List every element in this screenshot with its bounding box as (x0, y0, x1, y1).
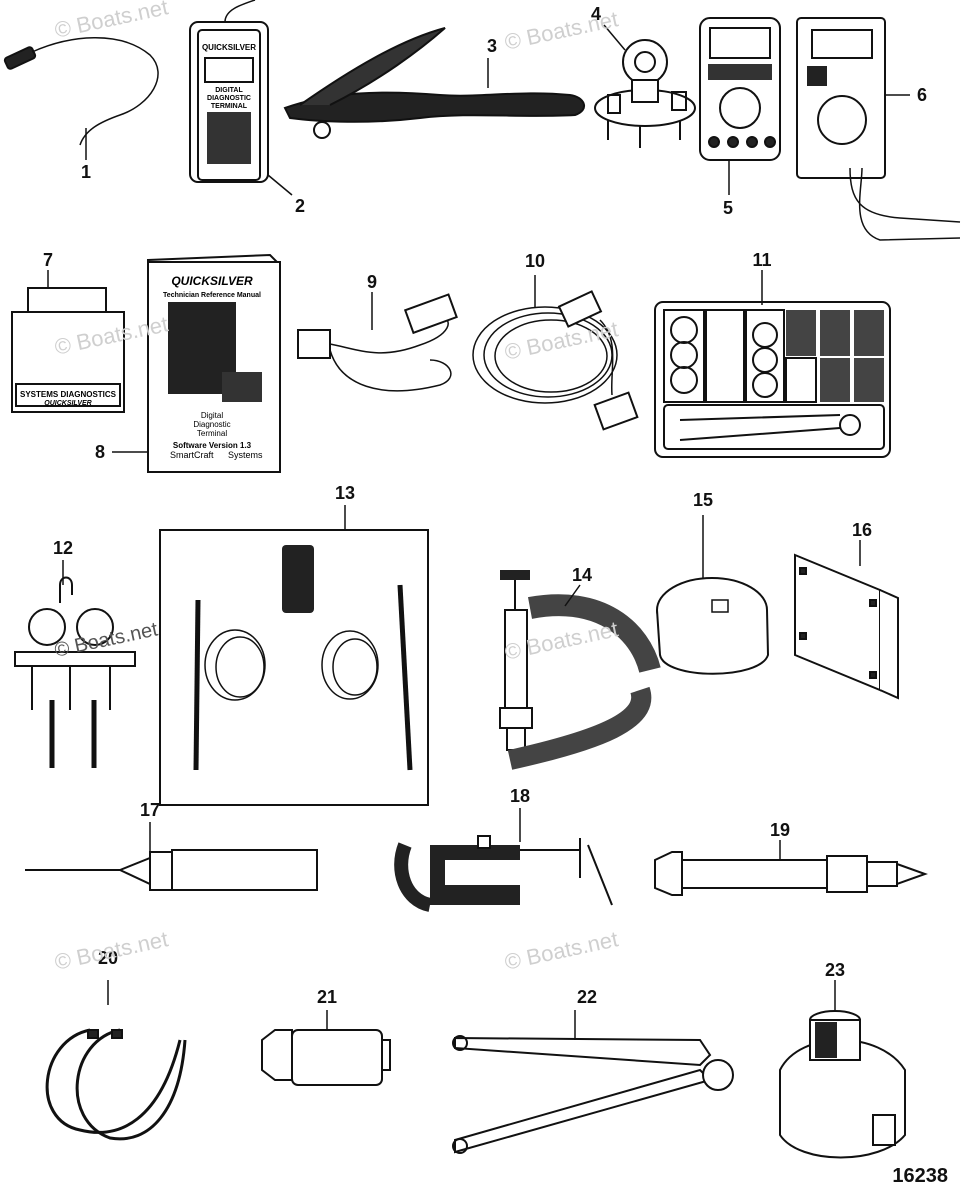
ddt-brand-text: QUICKSILVER (202, 43, 256, 52)
callout-3: 3 (486, 36, 498, 56)
part-19-threaded-tool[interactable] (654, 851, 928, 896)
part-17-hose-tool[interactable] (25, 849, 318, 891)
callout-17: 17 (139, 800, 161, 820)
callout-7: 7 (42, 250, 54, 270)
part-18-c-clamp[interactable] (394, 835, 613, 912)
callout-21: 21 (316, 987, 338, 1007)
callout-14: 14 (571, 565, 593, 585)
manual-subtitle-text: Technician Reference Manual (163, 292, 261, 299)
part-13-diagnostic-kit[interactable] (159, 529, 429, 806)
callout-2: 2 (294, 196, 306, 216)
callout-4: 4 (590, 4, 602, 24)
part-12-gauge-manifold[interactable] (14, 576, 136, 769)
part-15-filter-wrench[interactable] (656, 577, 770, 675)
part-1-sensor-lead[interactable] (3, 37, 159, 146)
manual-smartcraft-text: SmartCraft (170, 450, 214, 460)
part-11-kit-case[interactable] (654, 301, 891, 458)
part-9-adapter-harness[interactable] (297, 293, 458, 392)
part-23-nut-splitter[interactable] (779, 1010, 906, 1159)
part-2-digital-diagnostic-terminal[interactable] (189, 0, 269, 183)
callout-1: 1 (80, 162, 92, 182)
callout-6: 6 (916, 85, 928, 105)
callout-5: 5 (722, 198, 734, 218)
part-5-multimeter[interactable] (699, 17, 781, 161)
callout-11: 11 (752, 250, 772, 270)
part-4-lifting-eye-fixture[interactable] (594, 39, 696, 148)
part-21-socket[interactable] (261, 1029, 391, 1086)
callout-12: 12 (52, 538, 74, 558)
part-22-spanner-wrench[interactable] (452, 1035, 734, 1154)
part-6-meter-with-leads[interactable] (796, 17, 961, 241)
callout-9: 9 (366, 272, 378, 292)
callout-22: 22 (576, 987, 598, 1007)
manual-systems-text: Systems (228, 450, 263, 460)
ddt-text-1: DIGITAL (215, 87, 243, 94)
callout-10: 10 (524, 251, 546, 271)
part-20-hose-pair[interactable] (45, 1028, 187, 1141)
part-10-coiled-cable[interactable] (472, 290, 639, 431)
callout-15: 15 (692, 490, 714, 510)
callout-19: 19 (769, 820, 791, 840)
part-8-technician-reference-manual[interactable] (147, 253, 281, 474)
manual-text-3: Terminal (197, 429, 227, 438)
part-16-plate[interactable] (794, 553, 899, 700)
callout-18: 18 (509, 786, 531, 806)
part-3-handle-tool[interactable] (283, 27, 585, 139)
callout-16: 16 (851, 520, 873, 540)
ddt-text-2: DIAGNOSTIC (207, 95, 251, 102)
systems-diagnostics-text: SYSTEMS DIAGNOSTICS (20, 390, 117, 399)
callout-8: 8 (94, 442, 106, 462)
callout-23: 23 (824, 960, 846, 980)
manual-software-text: Software Version 1.3 (173, 441, 252, 450)
callout-20: 20 (97, 948, 119, 968)
manual-text-1: Digital (201, 411, 223, 420)
figure-number: 16238 (892, 1165, 948, 1187)
manual-brand-text: QUICKSILVER (171, 274, 253, 288)
part-14-pump[interactable] (499, 570, 661, 770)
ddt-text-3: TERMINAL (211, 103, 248, 110)
systems-diagnostics-brand: QUICKSILVER (44, 400, 91, 407)
manual-text-2: Diagnostic (193, 420, 230, 429)
callout-13: 13 (334, 483, 356, 503)
part-7-systems-diagnostics-box[interactable] (11, 287, 125, 413)
